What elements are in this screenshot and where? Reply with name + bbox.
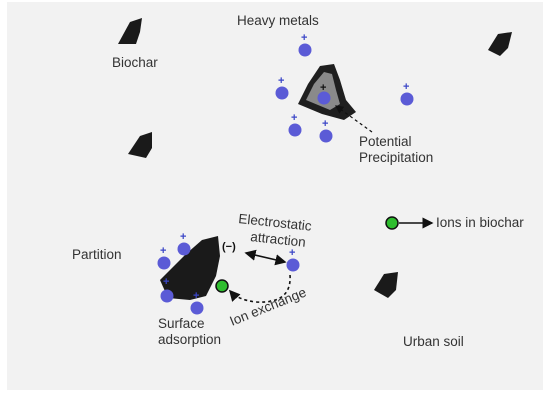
svg-text:+: + bbox=[160, 245, 166, 257]
svg-text:+: + bbox=[278, 75, 284, 87]
svg-text:+: + bbox=[291, 112, 297, 124]
surface-label: Surface bbox=[158, 316, 205, 331]
heavy-metal-ion: + bbox=[190, 290, 204, 315]
biochar-particle bbox=[160, 236, 220, 300]
heavy-metal-ion: + bbox=[286, 247, 300, 272]
adsorption-label: adsorption bbox=[158, 332, 221, 347]
potential-label: Potential bbox=[359, 134, 412, 149]
heavy-metals-label: Heavy metals bbox=[237, 13, 319, 28]
electrostatic-label: Electrostatic bbox=[238, 211, 313, 234]
diagram-background bbox=[7, 2, 543, 390]
heavy-metal-ion: + bbox=[319, 118, 333, 143]
biochar-ion bbox=[215, 279, 229, 293]
biochar-ion-legend bbox=[385, 216, 399, 230]
biochar-fragment bbox=[128, 132, 152, 158]
precipitate-particle-surface bbox=[306, 72, 340, 110]
svg-text:+: + bbox=[320, 82, 326, 94]
svg-text:+: + bbox=[180, 231, 186, 243]
partition-label: Partition bbox=[72, 247, 122, 262]
svg-text:+: + bbox=[193, 290, 199, 302]
precipitation-label: Precipitation bbox=[359, 150, 433, 165]
heavy-metal-ion: + bbox=[400, 81, 414, 106]
heavy-metal-ion: + bbox=[157, 245, 171, 270]
attraction-label: attraction bbox=[250, 229, 307, 250]
svg-text:+: + bbox=[301, 32, 307, 44]
heavy-metal-ion: + bbox=[317, 82, 331, 105]
heavy-metal-ion: + bbox=[275, 75, 289, 100]
biochar-label: Biochar bbox=[112, 55, 158, 70]
biochar-fragment bbox=[488, 32, 512, 56]
svg-text:+: + bbox=[163, 276, 169, 288]
svg-text:+: + bbox=[403, 81, 409, 93]
svg-text:+: + bbox=[322, 118, 328, 130]
ion-exchange-label: Ion exchange bbox=[228, 285, 309, 329]
ions-in-biochar-label: Ions in biochar bbox=[436, 215, 524, 230]
biochar-fragment bbox=[374, 272, 398, 298]
biochar-fragment bbox=[118, 18, 142, 44]
heavy-metal-ion: + bbox=[288, 112, 302, 137]
ion-exchange-arrow bbox=[228, 274, 291, 303]
svg-text:+: + bbox=[289, 247, 295, 259]
heavy-metal-ion: + bbox=[177, 231, 191, 256]
heavy-metal-ion: + bbox=[160, 276, 174, 303]
negative-charge-label: (−) bbox=[222, 241, 236, 253]
electrostatic-arrow bbox=[244, 249, 287, 266]
precipitation-arrow bbox=[335, 105, 373, 133]
urban-soil-label: Urban soil bbox=[403, 334, 464, 349]
heavy-metal-ion: + bbox=[298, 32, 312, 57]
